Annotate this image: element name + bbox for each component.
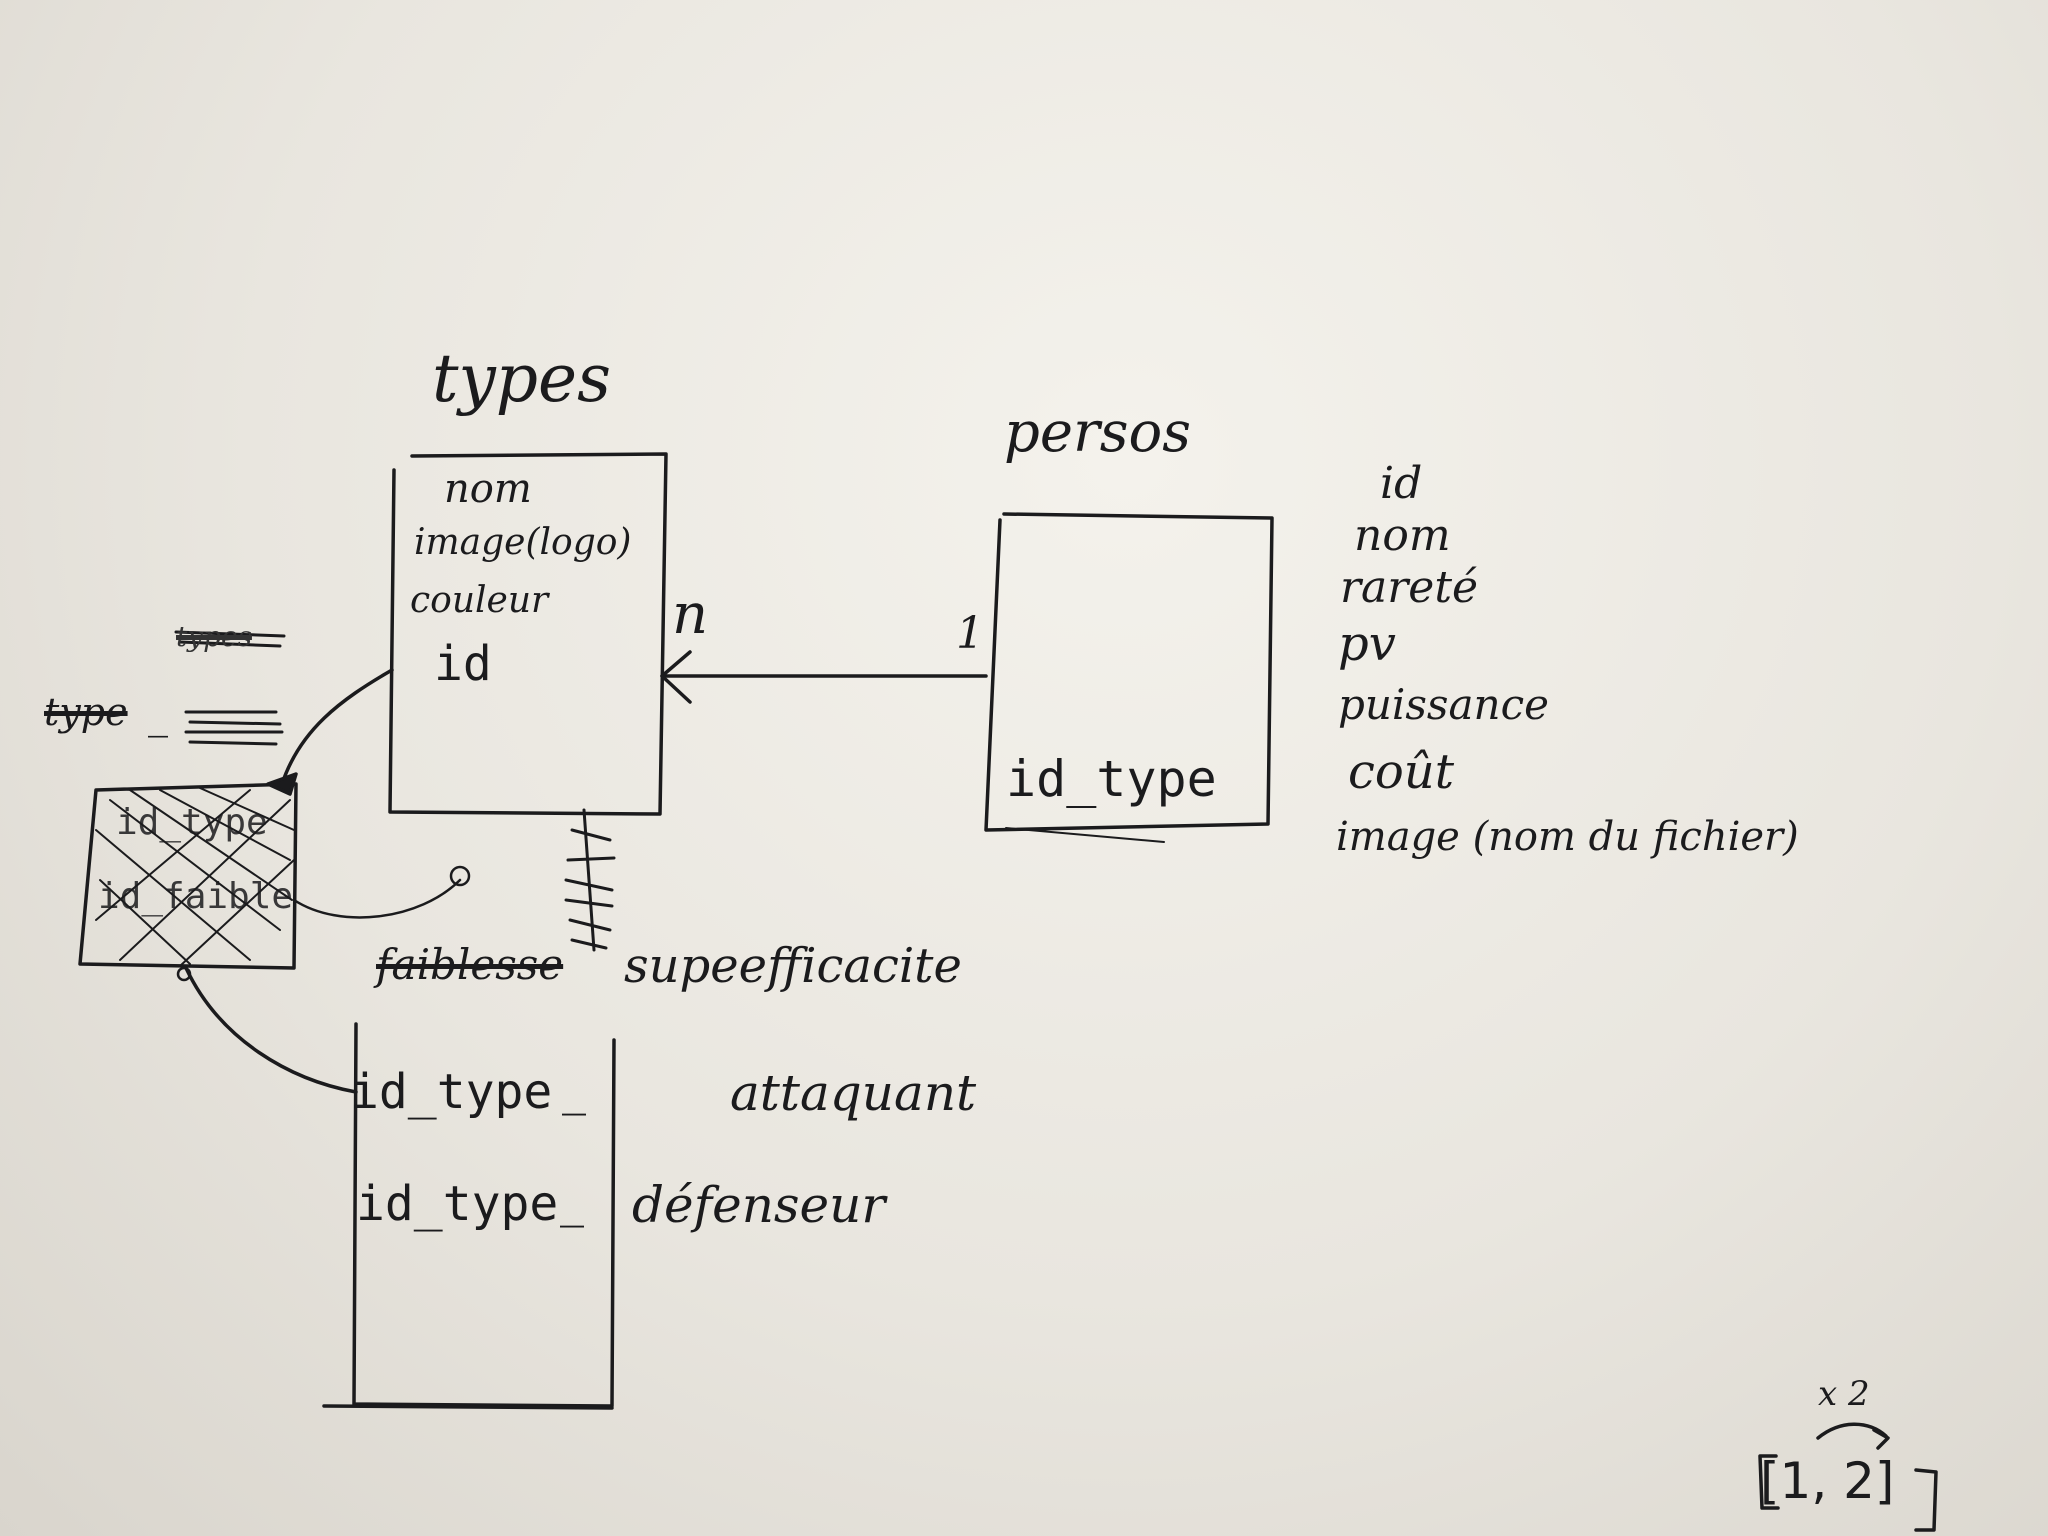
attr-image: image (nom du fichier) (1336, 814, 1799, 860)
types-field-nom: nom (444, 466, 532, 512)
persos-field-id-type: id_type (1006, 750, 1217, 808)
attr-puissance: puissance (1338, 680, 1549, 729)
superefficacite-role-attaquant: attaquant (730, 1064, 977, 1122)
link-curve-id-type (280, 668, 394, 786)
attr-cout: coût (1348, 744, 1454, 800)
types-table-box (388, 452, 668, 816)
link-curve-id-faible (292, 878, 462, 919)
superefficacite-sep-2: _ (560, 1172, 584, 1228)
scratched-sep: _ (148, 692, 168, 738)
scratched-field-id-type: id_type (116, 802, 268, 843)
cardinality-one: 1 (956, 608, 984, 659)
superefficacite-table-title: supeefficacite (624, 938, 962, 994)
superefficacite-table-box (352, 1022, 616, 1408)
attr-id: id (1380, 458, 1423, 509)
types-field-image: image(logo) (414, 522, 632, 563)
superefficacite-sep-1: _ (562, 1060, 586, 1116)
link-curve-attaquant (184, 966, 358, 1094)
superefficacite-title-struck: faiblesse (376, 940, 564, 989)
scratched-field-id-faible: id_faible (98, 876, 294, 917)
superefficacite-field-id-type-1: id_type (350, 1064, 553, 1120)
cardinality-many: n (672, 582, 709, 647)
persos-table-title: persos (1004, 400, 1191, 465)
types-field-couleur: couleur (410, 580, 549, 621)
note-list: [1, 2] (1760, 1452, 1895, 1510)
scratched-title: types (176, 620, 252, 653)
persos-table-box (984, 512, 1274, 832)
superefficacite-role-defenseur: défenseur (632, 1176, 886, 1234)
attr-pv: pv (1338, 616, 1396, 672)
note-multiplier: x 2 (1818, 1374, 1870, 1414)
attr-rarete: rareté (1340, 562, 1479, 613)
types-table-title: types (432, 340, 611, 417)
types-field-id: id (434, 636, 492, 692)
superefficacite-field-id-type-2: id_type (356, 1176, 559, 1232)
attr-nom: nom (1354, 510, 1451, 561)
scratched-table-box (78, 782, 298, 970)
scratched-prefix: type (44, 690, 128, 734)
